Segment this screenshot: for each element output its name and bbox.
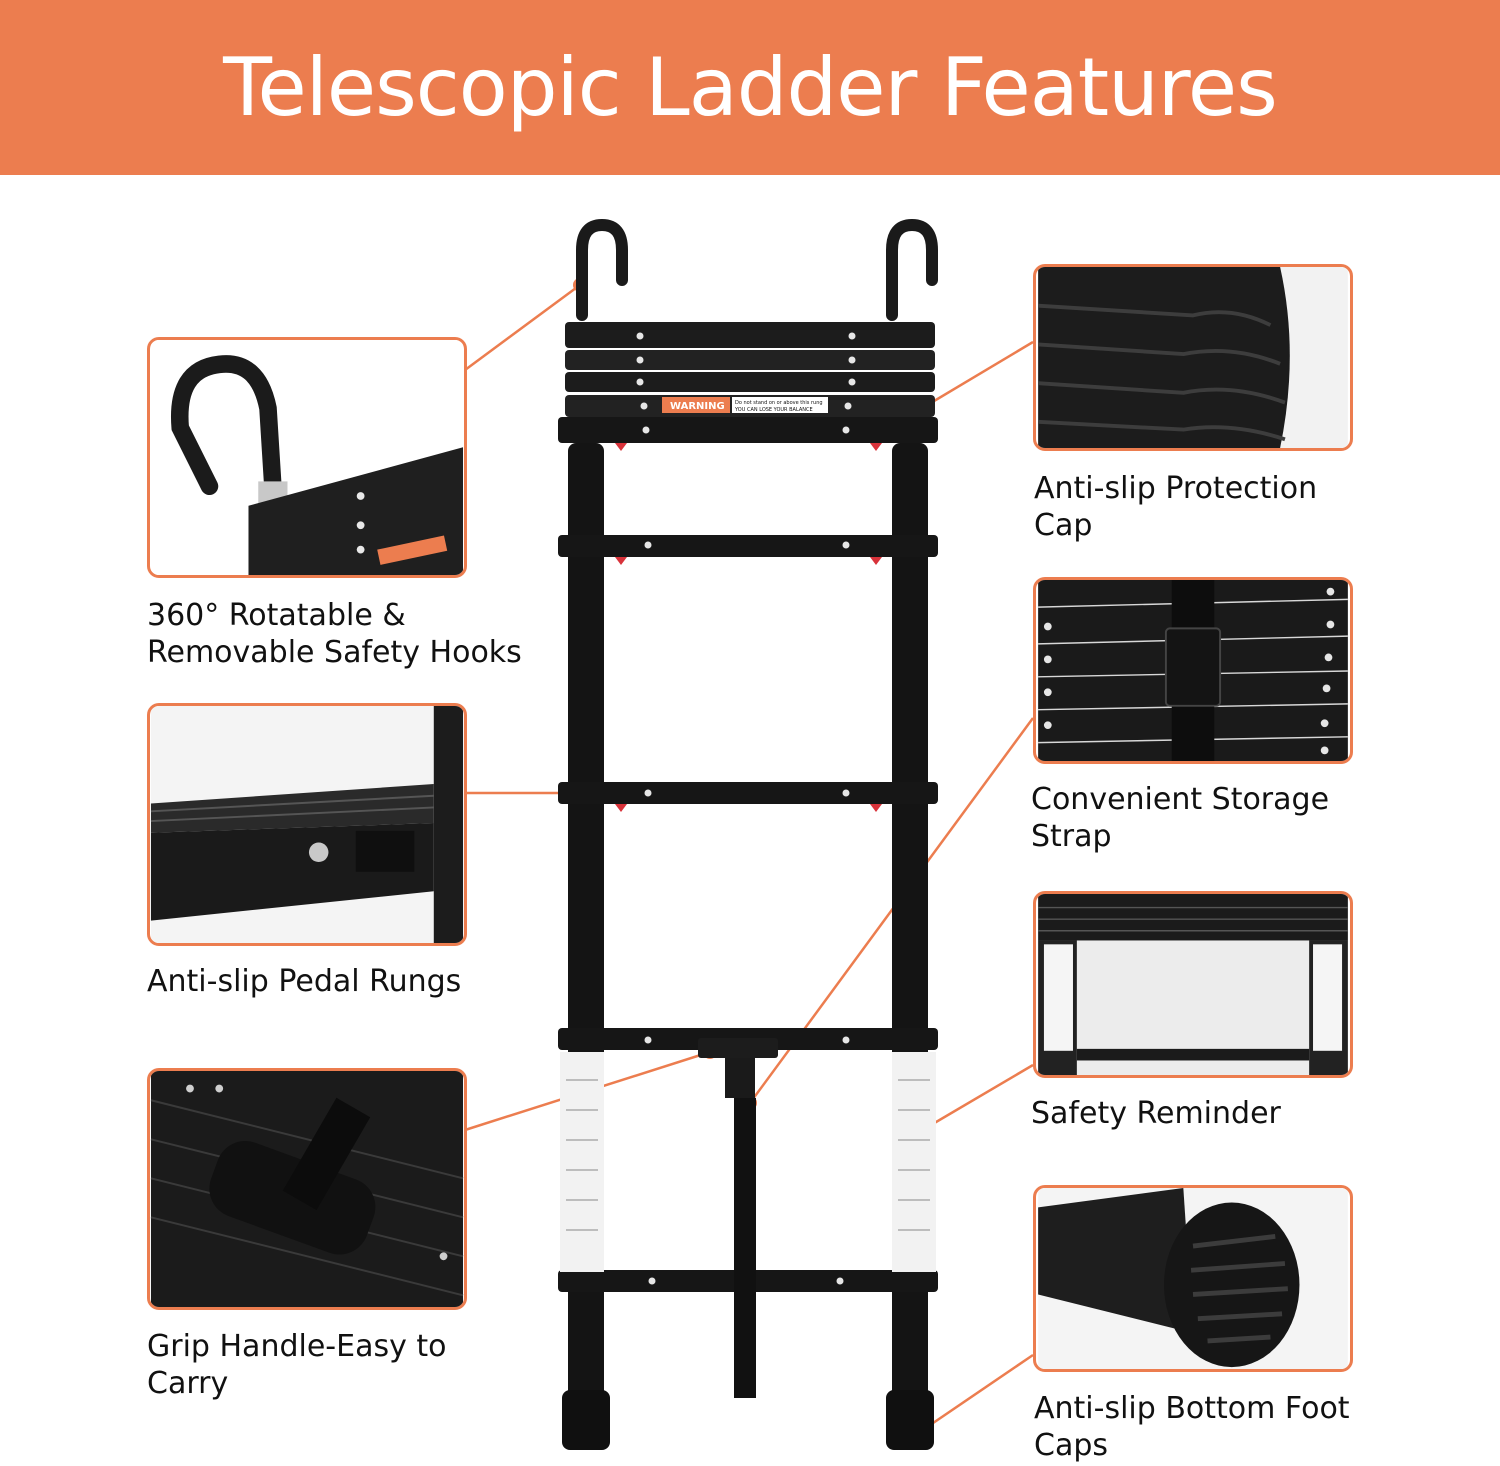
rung-2 [558,535,938,557]
left-rail [568,443,604,1443]
warning-label: WARNING Do not stand on or above this ru… [662,397,828,413]
right-foot-cap [886,1390,934,1450]
pedal-feature-photo [147,703,467,946]
right-hook [886,218,938,321]
cap-caption: Anti-slip Protection Cap [1034,471,1318,543]
handle-feature-photo [147,1068,467,1310]
handle-caption: Grip Handle-Easy to Carry [147,1329,447,1401]
strap-buckle [725,1058,755,1098]
storage-strap [734,1098,756,1398]
foot-feature-photo [1033,1185,1353,1372]
top-stack-rung [565,322,935,348]
foot-caption: Anti-slip Bottom Foot Caps [1034,1391,1350,1463]
ladder-illustration: WARNING Do not stand on or above this ru… [558,218,938,1450]
svg-text:WARNING: WARNING [670,401,725,412]
grip-handle [698,1038,778,1058]
hook-feature-photo [147,337,467,578]
left-foot-cap [562,1390,610,1450]
hooks-caption: 360° Rotatable & Removable Safety Hooks [147,598,522,670]
strap-caption: Convenient Storage Strap [1031,782,1330,854]
title-banner: Telescopic Ladder Features [0,0,1500,175]
safety-feature-photo [1033,891,1353,1078]
right-safety-label [892,1052,936,1272]
svg-text:YOU CAN LOSE YOUR BALANCE: YOU CAN LOSE YOUR BALANCE [734,407,813,413]
svg-text:Do not stand on or above this: Do not stand on or above this rung [735,400,823,406]
left-hook [576,218,628,321]
rung-3 [558,782,938,804]
safety-caption: Safety Reminder [1031,1096,1281,1131]
page-title: Telescopic Ladder Features [223,41,1278,134]
strap-feature-photo [1033,577,1353,764]
cap-feature-photo [1033,264,1353,451]
right-rail [892,443,928,1443]
left-safety-label [560,1052,604,1272]
pedal-caption: Anti-slip Pedal Rungs [147,964,462,999]
